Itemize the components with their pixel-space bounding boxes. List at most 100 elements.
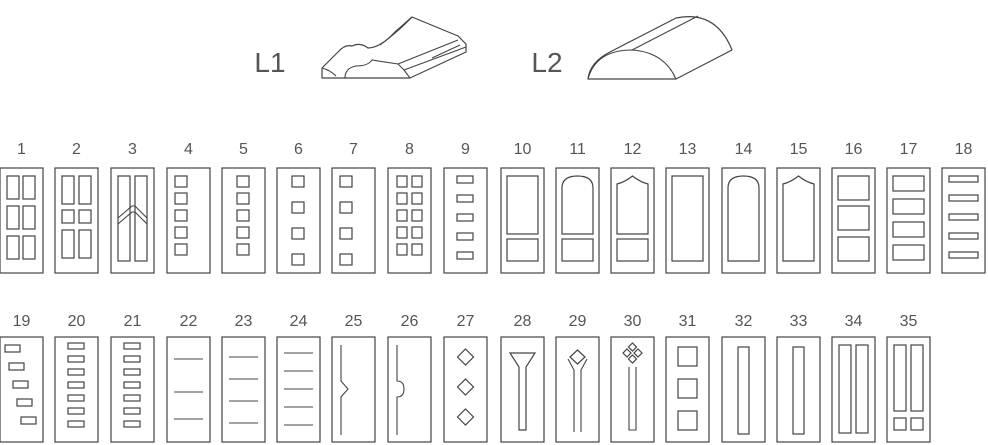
door-illustration	[166, 336, 211, 443]
door-number-label: 28	[514, 313, 532, 330]
profile-l2: L2	[531, 15, 733, 80]
door-frame	[331, 167, 376, 274]
door-model-6[interactable]: 6	[276, 141, 321, 274]
door-frame	[0, 336, 44, 443]
door-number-label: 23	[235, 313, 253, 330]
door-model-13[interactable]: 13	[665, 141, 710, 274]
door-model-26[interactable]: 26	[387, 313, 432, 443]
door-model-16[interactable]: 16	[831, 141, 876, 274]
door-number-label: 32	[735, 313, 753, 330]
door-model-27[interactable]: 27	[443, 313, 488, 443]
door-model-24[interactable]: 24	[276, 313, 321, 443]
door-number-label: 35	[900, 313, 918, 330]
door-illustration	[276, 167, 321, 274]
door-number-label: 14	[735, 141, 753, 158]
door-model-4[interactable]: 4	[166, 141, 211, 274]
door-model-30[interactable]: 30	[610, 313, 655, 443]
door-number-label: 9	[461, 141, 470, 158]
door-illustration	[776, 336, 821, 443]
door-number-label: 29	[569, 313, 587, 330]
door-model-1[interactable]: 1	[0, 141, 44, 274]
door-illustration	[331, 167, 376, 274]
door-number-label: 15	[790, 141, 808, 158]
door-number-label: 6	[294, 141, 303, 158]
door-model-23[interactable]: 23	[221, 313, 266, 443]
door-illustration	[886, 336, 931, 443]
door-model-15[interactable]: 15	[776, 141, 821, 274]
door-number-label: 1	[17, 141, 26, 158]
door-illustration	[610, 336, 655, 443]
door-illustration	[831, 167, 876, 274]
door-model-19[interactable]: 19	[0, 313, 44, 443]
door-frame	[221, 336, 266, 443]
door-model-8[interactable]: 8	[387, 141, 432, 274]
door-model-33[interactable]: 33	[776, 313, 821, 443]
door-number-label: 20	[68, 313, 86, 330]
door-number-label: 27	[457, 313, 475, 330]
door-number-label: 16	[845, 141, 863, 158]
door-illustration	[331, 336, 376, 443]
door-number-label: 8	[405, 141, 414, 158]
molding-profile-l1-icon	[321, 16, 467, 79]
door-model-17[interactable]: 17	[886, 141, 931, 274]
door-number-label: 12	[624, 141, 642, 158]
door-number-label: 17	[900, 141, 918, 158]
door-model-5[interactable]: 5	[221, 141, 266, 274]
door-illustration	[721, 167, 766, 274]
door-model-29[interactable]: 29	[555, 313, 600, 443]
door-number-label: 25	[345, 313, 363, 330]
door-model-2[interactable]: 2	[54, 141, 99, 274]
door-illustration	[941, 167, 986, 274]
door-number-label: 21	[124, 313, 142, 330]
door-illustration	[387, 336, 432, 443]
door-illustration	[776, 167, 821, 274]
door-frame	[387, 167, 432, 274]
door-illustration	[555, 167, 600, 274]
profile-l2-label: L2	[531, 47, 562, 78]
door-number-label: 31	[679, 313, 697, 330]
door-model-20[interactable]: 20	[54, 313, 99, 443]
door-model-14[interactable]: 14	[721, 141, 766, 274]
door-illustration	[276, 336, 321, 443]
door-model-10[interactable]: 10	[500, 141, 545, 274]
door-model-11[interactable]: 11	[555, 141, 600, 274]
molding-profile-l2-icon	[587, 15, 733, 80]
door-illustration	[610, 167, 655, 274]
door-model-32[interactable]: 32	[721, 313, 766, 443]
door-illustration	[831, 336, 876, 443]
door-illustration	[221, 336, 266, 443]
door-illustration	[665, 167, 710, 274]
door-model-35[interactable]: 35	[886, 313, 931, 443]
door-illustration	[54, 167, 99, 274]
profile-l1-label: L1	[254, 47, 285, 78]
door-number-label: 34	[845, 313, 863, 330]
door-model-9[interactable]: 9	[443, 141, 488, 274]
door-number-label: 18	[955, 141, 973, 158]
door-model-28[interactable]: 28	[500, 313, 545, 443]
door-model-7[interactable]: 7	[331, 141, 376, 274]
door-number-label: 5	[239, 141, 248, 158]
door-number-label: 26	[401, 313, 419, 330]
door-model-21[interactable]: 21	[110, 313, 155, 443]
door-number-label: 3	[128, 141, 137, 158]
door-illustration	[555, 336, 600, 443]
door-frame	[387, 336, 432, 443]
door-model-12[interactable]: 12	[610, 141, 655, 274]
door-illustration	[721, 336, 766, 443]
door-model-25[interactable]: 25	[331, 313, 376, 443]
door-model-18[interactable]: 18	[941, 141, 986, 274]
door-model-31[interactable]: 31	[665, 313, 710, 443]
door-model-3[interactable]: 3	[110, 141, 155, 274]
door-frame	[610, 336, 655, 443]
door-number-label: 22	[180, 313, 198, 330]
door-illustration	[166, 167, 211, 274]
door-model-34[interactable]: 34	[831, 313, 876, 443]
door-illustration	[0, 167, 44, 274]
door-illustration	[110, 167, 155, 274]
door-model-22[interactable]: 22	[166, 313, 211, 443]
door-illustration	[886, 167, 931, 274]
door-frame	[331, 336, 376, 443]
door-number-label: 11	[569, 141, 586, 158]
